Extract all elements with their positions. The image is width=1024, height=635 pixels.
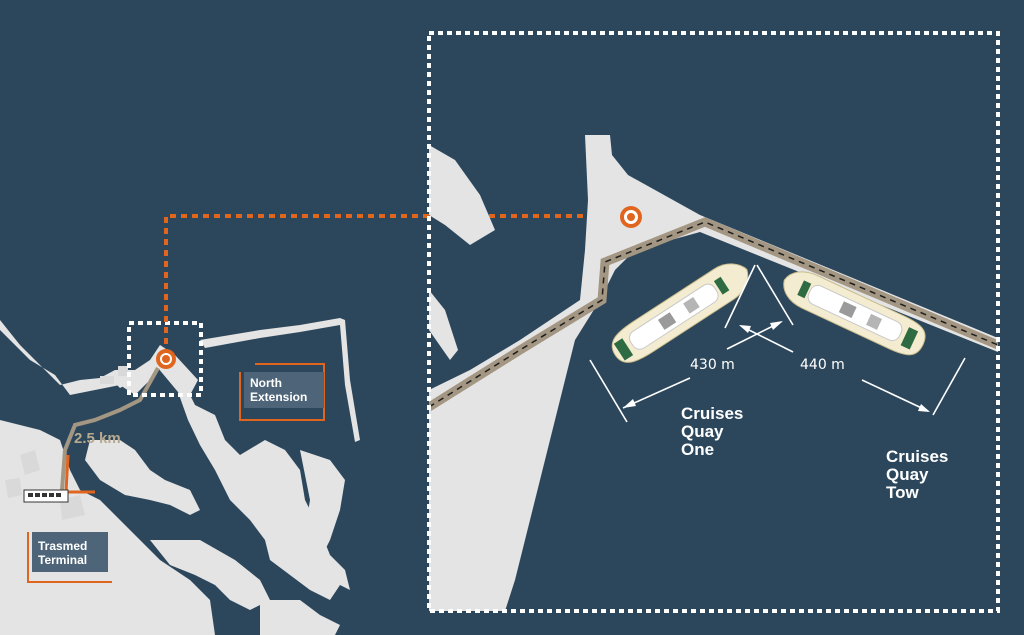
cruises-quay-one-line-1: Cruises bbox=[681, 404, 744, 423]
quay-one-length-label: 430 m bbox=[690, 357, 735, 373]
north-extension-label: North Extension bbox=[244, 372, 324, 408]
cruises-quay-two-line-1: Cruises bbox=[886, 447, 949, 466]
cruises-quay-one-line-2: Quay bbox=[681, 422, 724, 441]
trasmed-accent bbox=[27, 532, 112, 583]
quay-two-length-label: 440 m bbox=[800, 357, 845, 373]
cruises-quay-two-label: Cruises Quay Tow bbox=[886, 448, 948, 502]
cruises-quay-one-label: Cruises Quay One bbox=[681, 405, 743, 459]
north-extension-line-2: Extension bbox=[250, 390, 308, 404]
overview-land-detail bbox=[5, 366, 128, 520]
north-extension-accent bbox=[239, 363, 325, 421]
bus-icon bbox=[23, 489, 69, 503]
cruises-quay-one-line-3: One bbox=[681, 440, 715, 459]
trasmed-terminal-line-1: Trasmed bbox=[38, 539, 88, 553]
trasmed-terminal-line-2: Terminal bbox=[38, 553, 88, 567]
route-distance-label: 2.5 km bbox=[74, 430, 121, 447]
dimension-arrowheads bbox=[623, 321, 930, 412]
cruises-quay-two-line-2: Quay bbox=[886, 465, 929, 484]
cruise-ship-icon bbox=[783, 271, 926, 356]
cruise-ship-icon bbox=[611, 263, 749, 363]
trasmed-terminal-label: Trasmed Terminal bbox=[32, 532, 108, 572]
overview-zoom-frame bbox=[127, 321, 203, 397]
location-pin-icon bbox=[620, 206, 642, 228]
north-extension-line-1: North bbox=[250, 376, 282, 390]
route-road bbox=[60, 367, 160, 491]
detail-zoom-frame bbox=[427, 31, 1000, 613]
cruises-quay-two-line-3: Tow bbox=[886, 483, 919, 502]
zoom-connector-line bbox=[164, 214, 628, 355]
location-pin-icon bbox=[156, 349, 176, 369]
detail-map bbox=[427, 31, 1000, 613]
